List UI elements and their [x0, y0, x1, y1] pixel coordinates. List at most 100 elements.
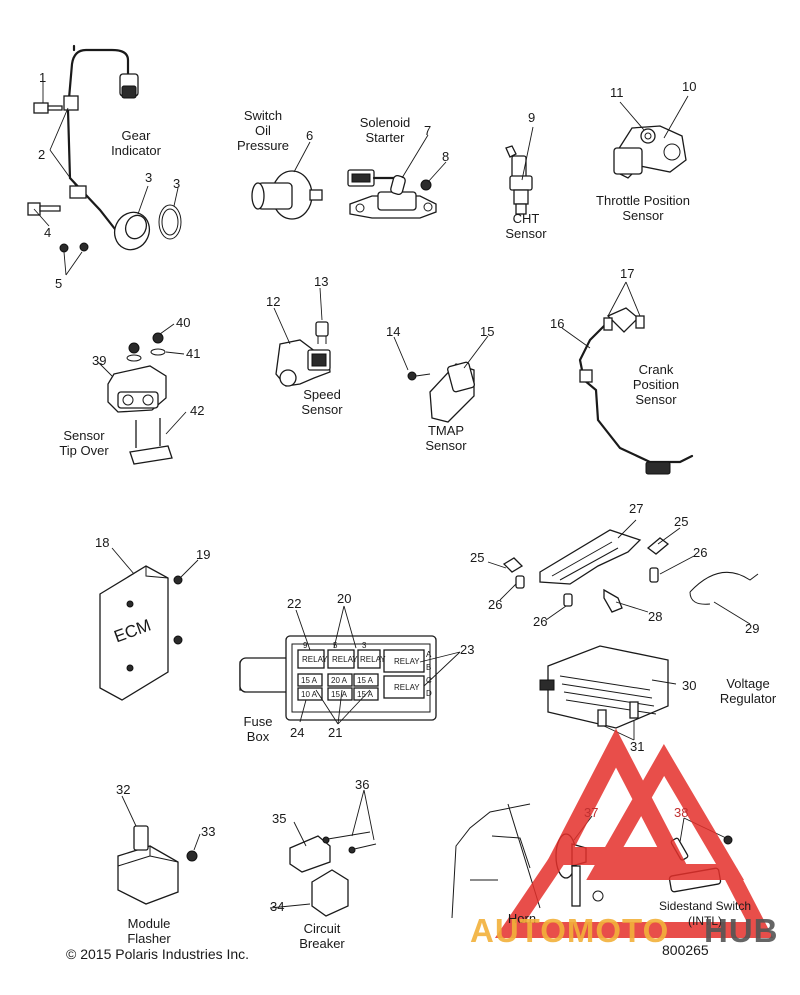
fuse-15a-3: 15 A [331, 690, 348, 699]
relay-text-3: RELAY [360, 655, 386, 664]
callout-29: 29 [745, 621, 760, 636]
callout-27: 27 [629, 501, 644, 516]
fuse-row-d: D [426, 689, 432, 698]
callout-16: 16 [550, 316, 565, 331]
fuse-15a-2: 15 A [357, 676, 374, 685]
callout-13: 13 [314, 274, 329, 289]
callout-20: 20 [337, 591, 352, 606]
speed-sensor-part [275, 321, 331, 387]
fuse-15a-1: 15 A [301, 676, 318, 685]
watermark-logo [494, 728, 774, 938]
callout-25a: 25 [470, 550, 485, 565]
fuse-row-a: A [426, 650, 432, 659]
fuse-col-3: 3 [362, 641, 367, 650]
callout-42: 42 [190, 403, 205, 418]
callout-30: 30 [682, 678, 697, 693]
callout-38: 38 [674, 805, 689, 820]
solenoid-starter-part [347, 169, 437, 219]
relay-text-1: RELAY [302, 655, 328, 664]
oil-pressure-switch-part [251, 170, 323, 220]
callout-23: 23 [460, 642, 475, 657]
callout-1: 3 [145, 170, 153, 185]
callout-22: 22 [287, 596, 302, 611]
watermark-brand-right: HUB [704, 912, 779, 949]
label-sidestand-switch: Sidestand Switch(INTL) [658, 899, 752, 928]
callout-6: 6 [306, 128, 314, 143]
callout-2: 2 [38, 147, 46, 162]
bracket-clips-part [502, 529, 759, 613]
callout-31: 31 [630, 739, 645, 754]
callout-28: 28 [648, 609, 663, 624]
callout-34: 34 [270, 899, 285, 914]
callout-26c: 26 [693, 545, 708, 560]
tmap-sensor-part [407, 361, 475, 423]
crank-position-sensor-part [578, 307, 694, 475]
copyright-text: © 2015 Polaris Industries Inc. [66, 946, 250, 962]
callout-37: 37 [584, 805, 599, 820]
callout-33: 33 [201, 824, 216, 839]
ecm-part: ECM [99, 565, 183, 701]
fuse-box-part: RELAY RELAY RELAY RELAY RELAY 15 A 20 A … [239, 635, 437, 721]
fuse-row-c: C [426, 676, 432, 685]
callout-41: 41 [186, 346, 201, 361]
callout-7: 7 [424, 123, 432, 138]
callout-4: 5 [55, 276, 63, 291]
callout-14: 14 [386, 324, 401, 339]
label-horn: Horn [507, 911, 537, 926]
throttle-position-sensor-part [613, 125, 687, 179]
callout-26a: 26 [488, 597, 503, 612]
callout-26b: 26 [533, 614, 548, 629]
callout-24: 24 [290, 725, 305, 740]
callout-10: 10 [682, 79, 697, 94]
callout-19: 19 [196, 547, 211, 562]
circuit-breaker-part [289, 831, 377, 917]
fuse-10a: 10 A [301, 690, 318, 699]
diagram-number: 800265 [662, 942, 709, 958]
fuse-20a: 20 A [331, 676, 348, 685]
relay-text-5: RELAY [394, 683, 420, 692]
callout-35: 35 [272, 811, 287, 826]
voltage-regulator-part [539, 645, 669, 729]
callout-21: 21 [328, 725, 343, 740]
callout-12: 12 [266, 294, 281, 309]
fuse-row-b: B [426, 663, 431, 672]
callout-15: 15 [480, 324, 495, 339]
callout-39: 39 [92, 353, 107, 368]
relay-text-2: RELAY [332, 655, 358, 664]
watermark-brand-left: AUTOMOTO [470, 912, 670, 949]
relay-text-4: RELAY [394, 657, 420, 666]
callout-9: 9 [528, 110, 536, 125]
callout-3a: 1 [39, 70, 47, 85]
fuse-col-9: 9 [303, 641, 308, 650]
callout-25b: 25 [674, 514, 689, 529]
leader-lines [33, 82, 751, 909]
callout-8: 8 [442, 149, 450, 164]
callout-40: 40 [176, 315, 191, 330]
callout-18: 18 [95, 535, 110, 550]
callout-11: 11 [610, 85, 624, 100]
callout-32: 32 [116, 782, 131, 797]
callout-5: 3 [173, 176, 181, 191]
fuse-col-5: 5 [333, 641, 338, 650]
module-flasher-part [117, 825, 198, 905]
tip-over-sensor-part [107, 332, 173, 465]
gear-indicator-part [27, 44, 182, 253]
callout-17: 17 [620, 266, 635, 281]
cht-sensor-part [505, 145, 533, 215]
callout-36: 36 [355, 777, 370, 792]
